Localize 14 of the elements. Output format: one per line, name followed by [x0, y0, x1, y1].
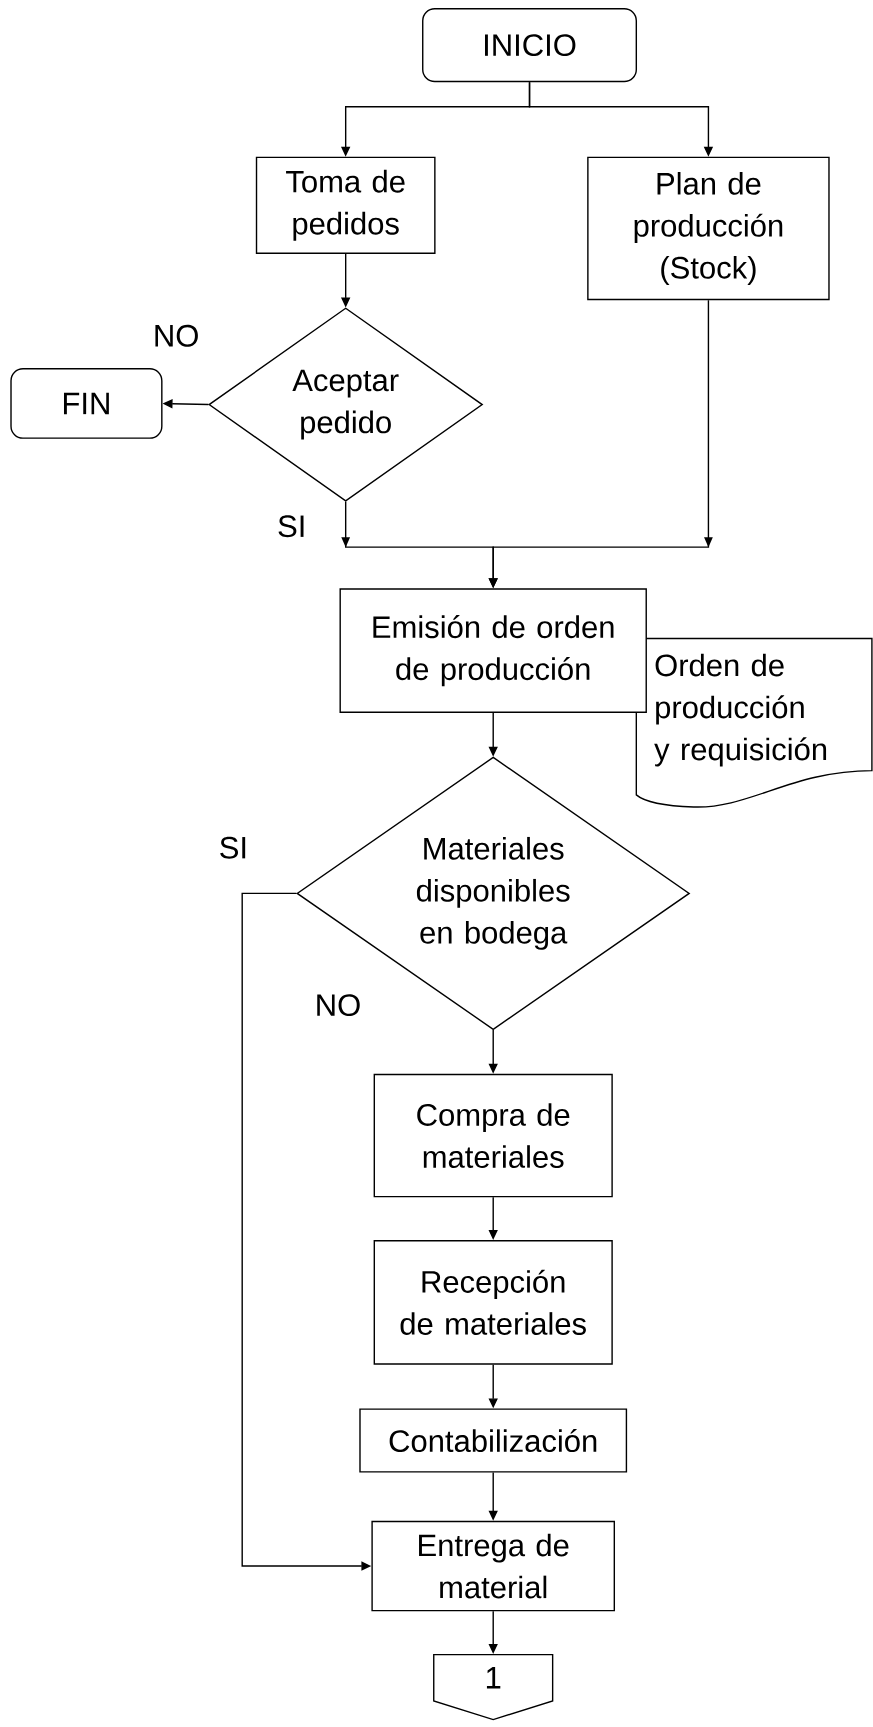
process-box: Contabilización	[359, 1408, 628, 1473]
end-terminal: FIN	[10, 368, 163, 439]
start-terminal: INICIO	[422, 8, 637, 83]
process-box: Plan de producción (Stock)	[587, 156, 830, 301]
process-box: Entrega de material	[371, 1520, 615, 1612]
process-box: Emisión de orden de producción	[339, 588, 647, 713]
process-box: Toma de pedidos	[255, 156, 436, 254]
edge-label: SI	[216, 834, 251, 861]
edge-label: NO	[150, 322, 202, 349]
process-box: Compra de materiales	[373, 1073, 613, 1198]
off-page-connector: 1	[433, 1653, 554, 1721]
process-box: Recepción de materiales	[373, 1240, 613, 1365]
edge-label: NO	[312, 992, 364, 1019]
edge-label: SI	[275, 513, 309, 540]
